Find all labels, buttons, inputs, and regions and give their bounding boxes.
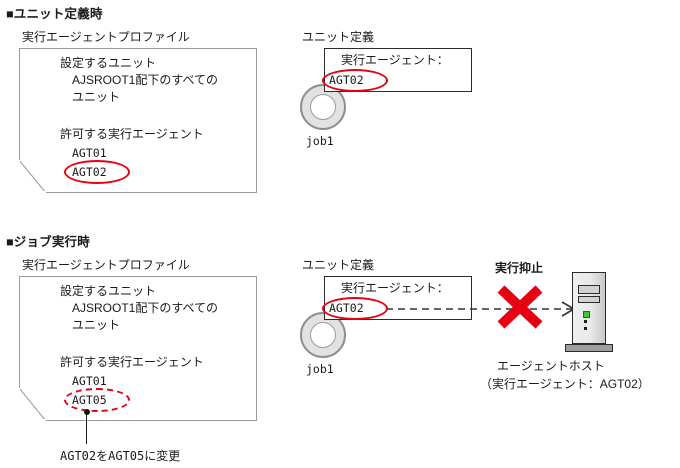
- sheet-fold-corner-1: [18, 159, 47, 194]
- host-tower-base-icon: [565, 344, 613, 352]
- unit-field-label-2: 実行エージェント：: [341, 281, 449, 295]
- profile-agent-item-1-0: AGT01: [72, 146, 107, 160]
- profile-setting-value-line2-2: ユニット: [72, 318, 121, 332]
- profile-setting-value-line1-1: AJSROOT1配下のすべての: [72, 73, 219, 87]
- profile-setting-value-line1-2: AJSROOT1配下のすべての: [72, 301, 219, 315]
- unit-caption-2: ユニット定義: [302, 258, 375, 272]
- unit-field-label-1: 実行エージェント：: [341, 53, 449, 67]
- x-mark-icon: [497, 285, 543, 329]
- host-name-label: エージェントホスト: [497, 359, 605, 373]
- job-icon-hole-2: [310, 322, 336, 348]
- profile-annotation-2: AGT02をAGT05に変更: [60, 449, 181, 463]
- profile-setting-value-line2-1: ユニット: [72, 90, 121, 104]
- section-1-heading-text: ■ユニット定義時: [6, 7, 103, 21]
- host-detail-label: （実行エージェント：AGT02）: [480, 377, 650, 391]
- job-name-label-1: job1: [306, 134, 334, 148]
- annotation-anchor-dot: [84, 409, 90, 415]
- section-heading-unit-definition: ■ユニット定義時: [6, 3, 103, 22]
- profile-caption-1: 実行エージェントプロファイル: [22, 30, 190, 44]
- profile-caption-2: 実行エージェントプロファイル: [22, 258, 190, 272]
- host-tower-drive-bay-2-icon: [578, 296, 600, 303]
- host-tower-body-icon: [572, 272, 606, 344]
- highlight-ellipse-unit-2: [322, 297, 388, 320]
- host-tower-drive-bay-1-icon: [578, 285, 600, 294]
- job-icon-hole-1: [310, 94, 336, 120]
- host-tower-indicator-1-icon: [584, 320, 587, 323]
- profile-sheet-1: [19, 48, 257, 193]
- profile-sheet-2: [19, 276, 257, 421]
- annotation-leader-line: [86, 413, 88, 444]
- profile-setting-label-2: 設定するユニット: [60, 284, 157, 298]
- unit-caption-1: ユニット定義: [302, 30, 375, 44]
- host-tower-power-led-icon: [583, 311, 590, 318]
- sheet-fold-corner-2: [18, 387, 47, 422]
- profile-setting-label-1: 設定するユニット: [60, 56, 157, 70]
- highlight-ellipse-profile-1: [64, 160, 130, 184]
- profile-permit-label-1: 許可する実行エージェント: [60, 127, 204, 141]
- section-heading-job-execution: ■ジョブ実行時: [6, 231, 90, 250]
- section-2-heading-text: ■ジョブ実行時: [6, 235, 90, 249]
- profile-agent-item-2-0: AGT01: [72, 374, 107, 388]
- job-name-label-2: job1: [306, 362, 334, 376]
- highlight-ellipse-profile-2: [64, 388, 130, 412]
- profile-permit-label-2: 許可する実行エージェント: [60, 355, 204, 369]
- suppression-label: 実行抑止: [495, 261, 544, 275]
- host-tower-indicator-2-icon: [584, 327, 587, 330]
- highlight-ellipse-unit-1: [322, 69, 388, 92]
